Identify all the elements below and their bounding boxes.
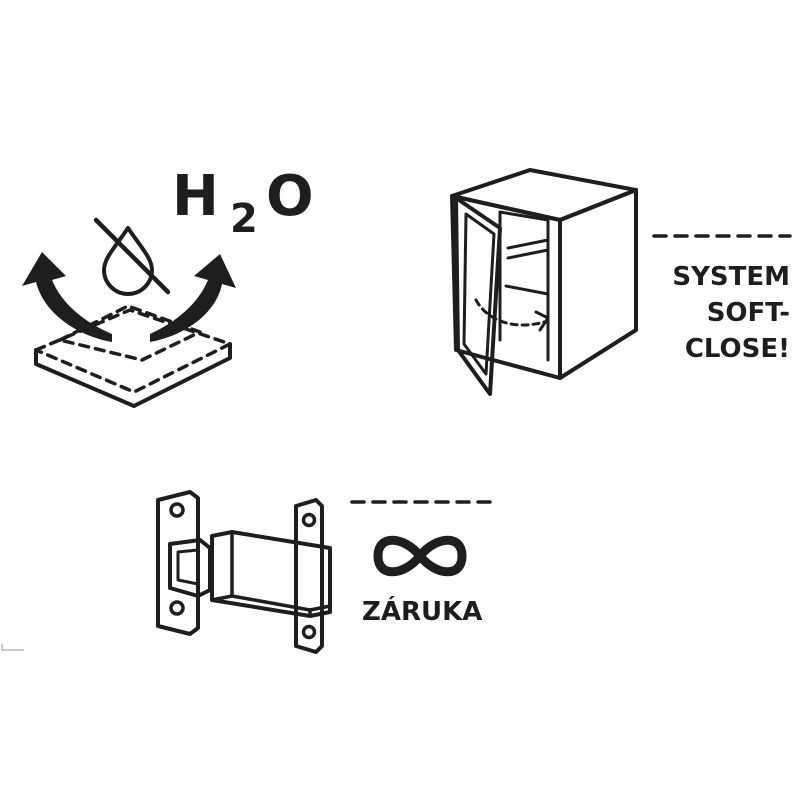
right-curved-arrow-icon bbox=[150, 254, 236, 342]
left-curved-arrow-icon bbox=[22, 252, 112, 342]
soft-close-label-line-3: CLOSE! bbox=[685, 334, 790, 364]
infinity-icon bbox=[373, 535, 467, 577]
warranty-label: ZÁRUKA bbox=[362, 595, 482, 627]
soft-close-label-line-2: SOFT- bbox=[707, 298, 790, 328]
hinge-icon bbox=[156, 490, 332, 654]
cabinet-soft-close-icon bbox=[450, 168, 638, 396]
no-water-drop-icon bbox=[93, 217, 171, 296]
soft-close-group: SYSTEM SOFT- CLOSE! bbox=[450, 168, 792, 396]
corner-mark bbox=[1, 644, 24, 651]
water-resistance-group: H 2 O bbox=[22, 164, 314, 408]
warranty-group: ZÁRUKA bbox=[156, 490, 492, 654]
h2o-label-o: O bbox=[266, 164, 314, 229]
lifting-sheet-outline bbox=[58, 304, 202, 362]
sheet-edge bbox=[34, 342, 232, 408]
h2o-label-subscript: 2 bbox=[230, 196, 258, 242]
soft-close-label-line-1: SYSTEM bbox=[672, 262, 790, 292]
h2o-label-h: H bbox=[172, 164, 219, 229]
